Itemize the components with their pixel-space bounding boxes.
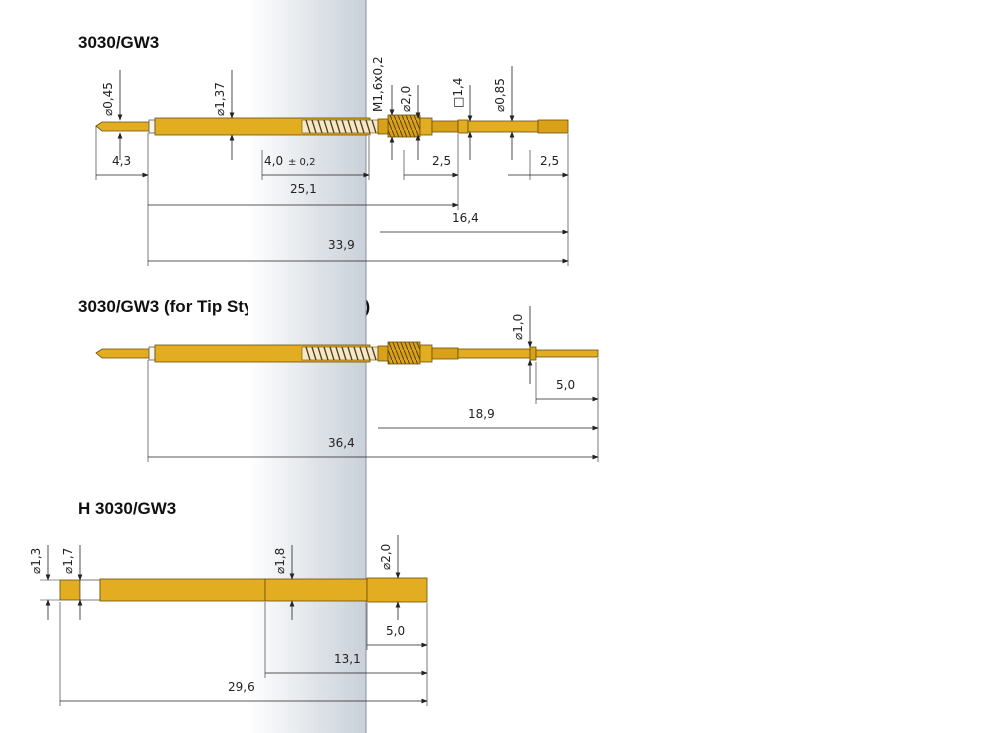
tail-ring-2 (529, 346, 537, 361)
label-l296: 29,6 (228, 680, 255, 694)
tip-collar (148, 119, 156, 134)
label-l25a: 2,5 (432, 154, 451, 168)
receptacle-head (366, 577, 428, 603)
shaded-panel (248, 0, 366, 733)
label-d17: ⌀1,7 (61, 548, 75, 574)
collar-stem (431, 120, 459, 133)
label-d20-3: ⌀2,0 (379, 544, 393, 570)
label-d045: ⌀0,45 (101, 82, 115, 116)
receptacle-collar (59, 579, 81, 601)
label-d137: ⌀1,37 (213, 82, 227, 116)
label-d20-1: ⌀2,0 (399, 86, 413, 112)
label-l251: 25,1 (290, 182, 317, 196)
dimension-labels-2: ⌀1,0 5,0 18,9 36,4 (328, 314, 575, 450)
receptacle-mid (264, 578, 368, 602)
receptacle-drawing (59, 577, 428, 603)
label-d18: ⌀1,8 (273, 548, 287, 574)
tail-end-2 (535, 349, 599, 358)
tail-shaft-2 (457, 348, 531, 359)
section-title-3030-gw3: 3030/GW3 (78, 33, 160, 52)
label-l25b: 2,5 (540, 154, 559, 168)
label-d10: ⌀1,0 (511, 314, 525, 340)
label-l364: 36,4 (328, 436, 355, 450)
tail-ring (457, 119, 469, 134)
label-l131: 13,1 (334, 652, 361, 666)
label-sq14: □1,4 (451, 78, 465, 108)
label-l50-2: 5,0 (556, 378, 575, 392)
label-d085: ⌀0,85 (493, 78, 507, 112)
tail-shaft (467, 120, 539, 133)
square-collar-2 (419, 344, 433, 363)
label-l339: 33,9 (328, 238, 355, 252)
thread-section (387, 114, 421, 138)
label-l164: 16,4 (452, 211, 479, 225)
dimensions-1 (95, 66, 569, 266)
thread-neck-2 (377, 345, 389, 362)
plunger-tip-2 (95, 348, 151, 359)
collar-stem-2 (431, 347, 459, 360)
label-l40: 4,0 (264, 154, 283, 168)
receptacle-body (99, 578, 266, 602)
label-l189: 18,9 (468, 407, 495, 421)
dimensions-3 (40, 535, 428, 706)
label-l40-tol: ± 0,2 (288, 157, 315, 168)
plunger-tip (95, 121, 151, 132)
thread-section-2 (387, 341, 421, 365)
square-collar (419, 117, 433, 136)
probe-drawing-1 (95, 114, 569, 138)
dimensions-2 (147, 306, 599, 462)
label-l50-3: 5,0 (386, 624, 405, 638)
label-d13: ⌀1,3 (29, 548, 43, 574)
label-l43: 4,3 (112, 154, 131, 168)
probe-drawing-2 (95, 341, 599, 365)
receptacle-band (79, 579, 101, 601)
tail-end (537, 119, 569, 134)
label-m16: M1,6x0,2 (371, 56, 385, 112)
tip-collar-2 (148, 346, 156, 361)
section-title-h-3030-gw3: H 3030/GW3 (78, 499, 177, 518)
dimension-labels-1: ⌀0,45 ⌀1,37 M1,6x0,2 ⌀2,0 □1,4 ⌀0,85 4,3… (101, 56, 559, 252)
dimension-labels-3: ⌀1,3 ⌀1,7 ⌀1,8 ⌀2,0 5,0 13,1 29,6 (29, 544, 405, 694)
thread-neck (377, 118, 389, 135)
